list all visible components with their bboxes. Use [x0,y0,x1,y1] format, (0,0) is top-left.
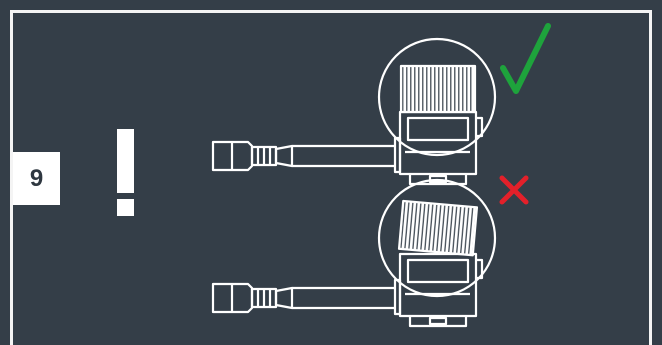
exclamation-dot [117,199,134,216]
correct-assembly [211,37,497,186]
step-number-badge: 9 [13,152,60,205]
check-mark-icon [500,23,551,94]
instruction-frame [10,10,652,345]
incorrect-assembly [211,178,497,328]
cross-mark-icon [499,175,529,205]
exclamation-bar [117,129,134,193]
exclamation-icon [108,122,144,218]
